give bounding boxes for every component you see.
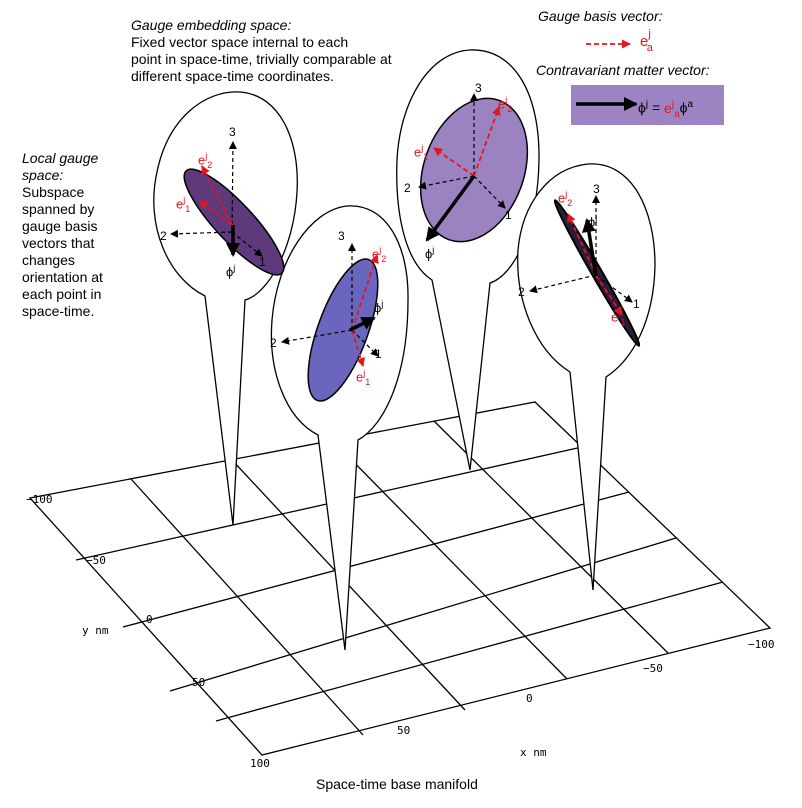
basis-vector-e2-label: ej2 (372, 245, 387, 264)
matter-vector-label: ϕj (374, 299, 384, 316)
axis-3-label: 3 (229, 125, 236, 139)
local-gauge-line: Subspace (22, 184, 85, 200)
balloon-4 (517, 163, 656, 591)
axis-1-label: 1 (505, 208, 512, 222)
local-gauge-title-2: space: (22, 167, 64, 183)
basis-vector-e1-label: ej1 (176, 195, 191, 214)
basis-vector-e1-label: ej1 (356, 368, 371, 387)
legend-basis-symbol: eja (640, 28, 653, 54)
axis-2-label: 2 (518, 285, 525, 299)
base-grid (28, 401, 772, 756)
axis-2-label: 2 (404, 181, 411, 195)
matter-vector-4 (581, 218, 598, 277)
x-tick-label: 50 (397, 724, 411, 737)
embedding-space-line-1: Fixed vector space internal to each (131, 34, 349, 50)
y-tick-label: −50 (86, 554, 106, 567)
local-gauge-title-1: Local gauge (22, 150, 99, 166)
legend-basis-title: Gauge basis vector: (538, 8, 663, 24)
basis-vector-e2-label: ej2 (558, 189, 573, 208)
y-axis-label: y nm (82, 624, 109, 637)
x-tick-label: −100 (748, 638, 775, 651)
base-manifold-caption: Space-time base manifold (316, 776, 478, 792)
axis-2-label: 2 (270, 336, 277, 350)
y-tick-label: 100 (250, 757, 270, 770)
balloon-1 (153, 91, 298, 526)
matter-vector-label: ϕj (425, 245, 435, 262)
basis-vector-e2-label: ej2 (198, 151, 213, 170)
balloon-2 (270, 205, 409, 651)
local-gauge-space-1 (183, 168, 285, 276)
local-gauge-line: each point in (22, 286, 102, 302)
axis-3-label: 3 (475, 81, 482, 95)
local-gauge-line: vectors that (22, 235, 95, 251)
axis-3-label: 3 (338, 229, 345, 243)
balloon-4-contents (529, 195, 641, 347)
balloon-2-contents (281, 243, 379, 402)
balloon-3-contents (418, 93, 529, 243)
basis-vector-e1-label: ej1 (611, 308, 626, 327)
y-tick-label: −100 (26, 493, 53, 506)
x-tick-label: 0 (526, 692, 533, 705)
axis-1-label: 1 (633, 297, 640, 311)
matter-vector-label: ϕj (588, 213, 598, 230)
axis-2-label: 2 (160, 229, 167, 243)
local-gauge-line: space-time. (22, 303, 95, 319)
x-axis-label: x nm (520, 746, 547, 759)
matter-vector-3 (425, 174, 476, 242)
local-gauge-line: changes (22, 252, 75, 268)
embedding-space-title: Gauge embedding space: (131, 17, 292, 33)
y-tick-label: 0 (146, 613, 153, 626)
embedding-space-line-2: point in space-time, trivially comparabl… (131, 51, 392, 67)
local-gauge-line: spanned by (22, 201, 95, 217)
axis-3-label: 3 (593, 182, 600, 196)
local-gauge-space-2 (307, 258, 379, 402)
local-gauge-line: gauge basis (22, 218, 98, 234)
axis-1-label: 1 (259, 255, 266, 269)
balloon-1-contents (170, 141, 285, 276)
legend-matter-formula: ϕj = ejaϕa (638, 99, 694, 120)
basis-vector-e1-label: ej1 (414, 143, 429, 162)
legend-graphics (571, 39, 724, 125)
axis-1-label: 1 (375, 347, 382, 361)
matter-vector-label: ϕj (226, 263, 236, 280)
x-tick-label: −50 (643, 662, 663, 675)
legend-matter-title: Contravariant matter vector: (536, 62, 710, 78)
embedding-space-line-3: different space-time coordinates. (131, 68, 334, 84)
basis-vector-e2-label: ej2 (498, 95, 513, 114)
matter-vector-2 (349, 316, 376, 332)
y-tick-label: 50 (192, 676, 206, 689)
local-gauge-line: orientation at (22, 269, 103, 285)
